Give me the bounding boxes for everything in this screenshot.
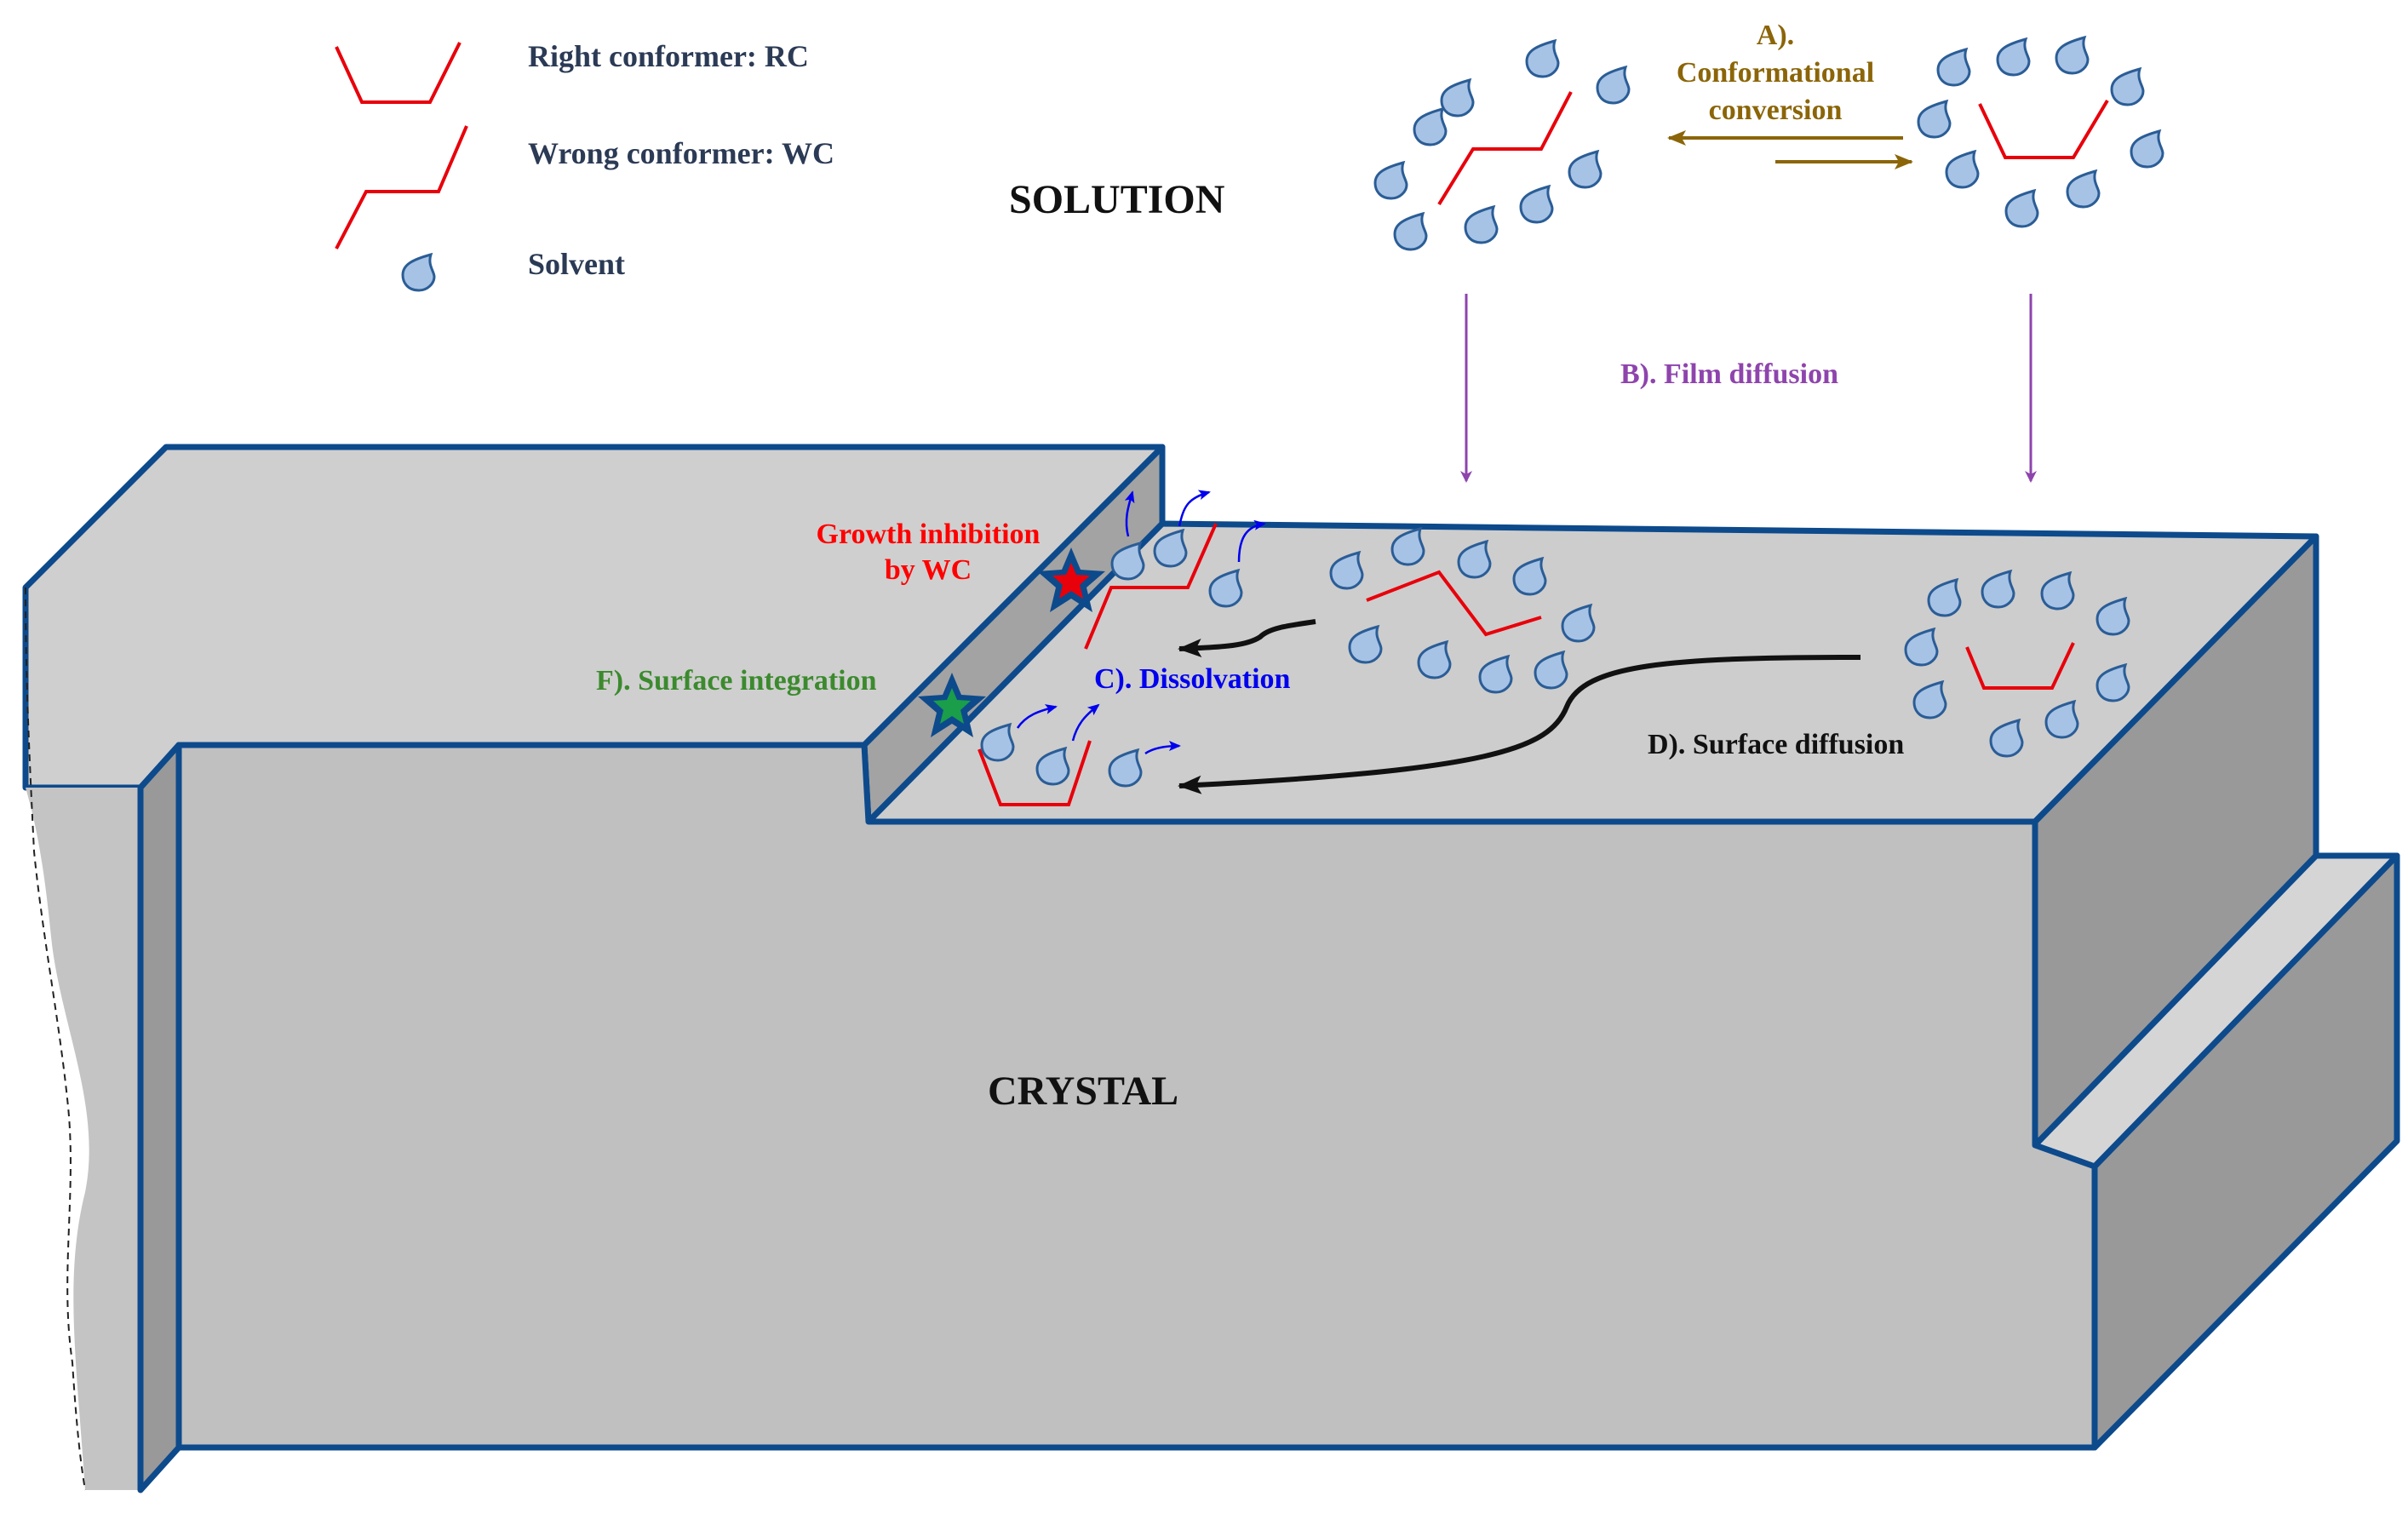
- solvated-rc-cluster: [1917, 36, 2164, 228]
- legend-rc-icon: [335, 42, 462, 104]
- wc-adsorbed-molecule: [1084, 523, 1218, 650]
- step-a-label-line1: A).: [1757, 20, 1794, 51]
- legend-wc-label: Wrong conformer: WC: [528, 136, 834, 170]
- legend: Right conformer: RC Wrong conformer: WC …: [335, 39, 834, 292]
- step-a-label-line2: Conformational: [1677, 57, 1874, 89]
- surface-wc-molecule: [1366, 570, 1542, 637]
- crystal-front-face: [175, 742, 2098, 1451]
- step-a: A). Conformational conversion: [1667, 20, 1913, 169]
- legend-rc-label: Right conformer: RC: [528, 39, 809, 73]
- step-b: B). Film diffusion: [1460, 294, 2037, 483]
- surface-rc-cluster: [1904, 570, 2130, 758]
- crystal-heading: CRYSTAL: [988, 1069, 1178, 1114]
- crystal-block: [22, 444, 2400, 1493]
- solution-heading: SOLUTION: [1009, 177, 1225, 222]
- step-d: D). Surface diffusion: [1178, 619, 1904, 794]
- step-c-label: C). Dissolvation: [1094, 663, 1291, 695]
- step-d-arrow-rc: [1178, 655, 1861, 794]
- legend-wc-icon: [335, 125, 468, 249]
- green-star-icon: [918, 673, 986, 737]
- red-star-icon: [1037, 547, 1105, 612]
- step-d-arrow-wc: [1178, 619, 1316, 658]
- surface-wc-cluster: [1329, 527, 1596, 694]
- rc-at-step: [978, 703, 1181, 806]
- upper-terrace-front-left: [26, 788, 140, 1490]
- step-f-label: F). Surface integration: [596, 665, 877, 696]
- step-b-label: B). Film diffusion: [1620, 358, 1838, 390]
- cluster-rc-molecule: [1978, 99, 2109, 159]
- inhibition-label-line2: by WC: [885, 554, 972, 586]
- surface-rc-molecule: [1965, 642, 2075, 690]
- legend-solvent-label: Solvent: [528, 247, 625, 281]
- step-a-label-line3: conversion: [1709, 95, 1843, 126]
- wc-at-step: [1084, 490, 1266, 650]
- legend-solvent-icon: [401, 253, 436, 292]
- rc-adsorbed-molecule: [978, 740, 1092, 806]
- cluster-wc-molecule: [1437, 91, 1573, 206]
- step-d-label: D). Surface diffusion: [1648, 729, 1904, 760]
- solvated-wc-cluster: [1373, 39, 1631, 251]
- inhibition-label-line1: Growth inhibition: [817, 519, 1041, 550]
